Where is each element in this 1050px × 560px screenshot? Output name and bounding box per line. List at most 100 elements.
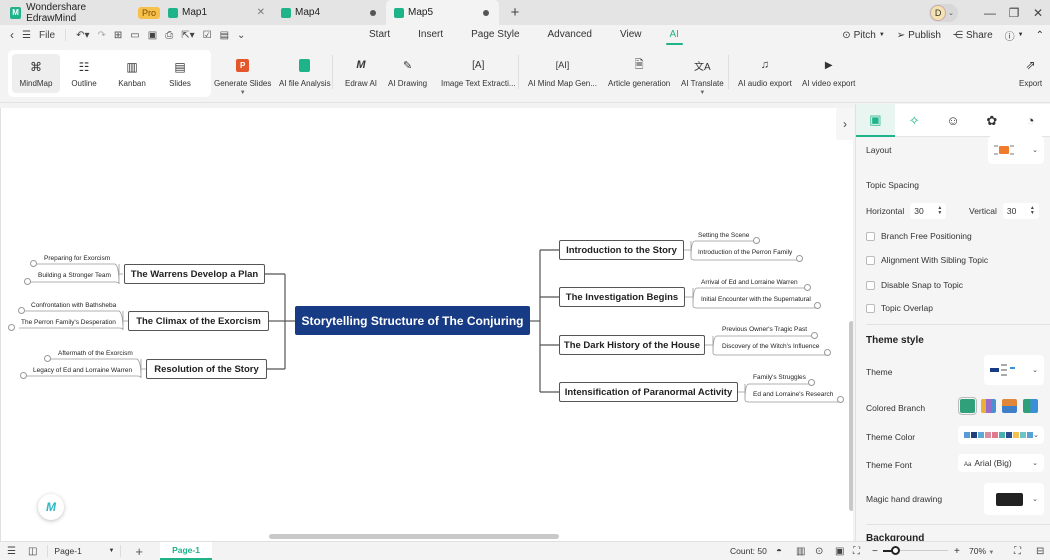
new-tab-button[interactable]: +	[510, 4, 520, 21]
subtopic[interactable]: Legacy of Ed and Lorraine Warren	[33, 367, 133, 374]
mindmap-canvas[interactable]: Storytelling Structure of The Conjuring …	[0, 108, 853, 541]
collapse-toggle-icon[interactable]	[824, 349, 831, 356]
subtopic[interactable]: Initial Encounter with the Supernatural	[701, 296, 811, 303]
book-view-icon[interactable]: ▥	[796, 545, 806, 557]
tab-map5[interactable]: Map5	[386, 0, 499, 25]
main-topic[interactable]: Intensification of Paranormal Activity	[559, 382, 738, 402]
tab-ai-magic[interactable]: ✧	[895, 104, 934, 137]
fit-page-icon[interactable]: ▣	[835, 545, 845, 557]
checkbox[interactable]	[866, 280, 875, 290]
close-tab-icon[interactable]: ✕	[256, 7, 265, 18]
ai-drawing-button[interactable]: ✎ AI Drawing	[388, 57, 427, 89]
save-icon[interactable]: ▣	[147, 29, 158, 41]
horizontal-scrollbar[interactable]	[269, 534, 559, 539]
account-menu[interactable]: D ⌄	[929, 3, 958, 22]
subtopic[interactable]: Arrival of Ed and Lorraine Warren	[701, 279, 798, 286]
export-quick-icon[interactable]: ⇱▾	[181, 29, 195, 41]
ai-audio-export-button[interactable]: ♫ AI audio export	[738, 57, 792, 88]
branch-color-option-orange-blue[interactable]	[1002, 399, 1017, 413]
article-generation-button[interactable]: 🗎 Article generation	[608, 57, 670, 89]
tab-view[interactable]: View	[620, 29, 642, 40]
slides-view-button[interactable]: ▤ Slides	[156, 54, 204, 93]
share-button[interactable]: ⋲Share	[953, 30, 993, 41]
collapse-panel-icon[interactable]: ⊟	[1036, 545, 1045, 557]
zoom-level-select[interactable]: 70% ▼	[969, 546, 995, 556]
main-topic[interactable]: Resolution of the Story	[146, 359, 267, 379]
main-topic[interactable]: The Dark History of the House	[559, 335, 705, 355]
ai-translate-button[interactable]: 文A AI Translate ▼	[681, 57, 724, 97]
page-tab[interactable]: Page-1	[160, 542, 212, 560]
checkbox[interactable]	[866, 231, 875, 241]
play-slideshow-icon[interactable]: ⊙	[815, 545, 824, 557]
pitch-button[interactable]: ⊙Pitch▼	[842, 30, 885, 41]
collapse-toggle-icon[interactable]	[8, 324, 15, 331]
undo-icon[interactable]: ↶▾	[76, 29, 90, 41]
main-topic[interactable]: The Climax of the Exorcism	[128, 311, 269, 331]
subtopic[interactable]: Discovery of the Witch's Influence	[722, 343, 820, 350]
main-topic[interactable]: The Investigation Begins	[559, 287, 685, 307]
branch-color-option-multicolor[interactable]	[981, 399, 996, 413]
hamburger-menu-icon[interactable]: ☰	[22, 29, 31, 41]
tab-history[interactable]: ◔	[1011, 104, 1050, 137]
ai-file-analysis-button[interactable]: AI file Analysis	[279, 57, 331, 88]
save-as-icon[interactable]: ▤	[219, 29, 230, 41]
new-icon[interactable]: ⊞	[113, 29, 123, 41]
zoom-slider-thumb[interactable]	[891, 546, 900, 555]
restore-button[interactable]: ❐	[1008, 5, 1020, 20]
subtopic[interactable]: Building a Stronger Team	[38, 272, 111, 279]
stepper-arrows-icon[interactable]: ▲▼	[937, 205, 943, 216]
tab-icons[interactable]: ☺	[934, 104, 973, 137]
mouse-mode-icon[interactable]: ◓	[776, 545, 783, 557]
subtopic[interactable]: Previous Owner's Tragic Past	[722, 326, 808, 333]
topic-overlap-option[interactable]: Topic Overlap	[866, 303, 933, 313]
file-menu[interactable]: File	[38, 29, 56, 41]
minimize-button[interactable]: —	[984, 5, 996, 20]
subtopic[interactable]: Aftermath of the Exorcism	[58, 350, 133, 357]
collapse-toggle-icon[interactable]	[753, 237, 760, 244]
outline-panel-icon[interactable]: ☰	[7, 545, 16, 557]
collapse-toggle-icon[interactable]	[804, 284, 811, 291]
branch-free-positioning-option[interactable]: Branch Free Positioning	[866, 231, 972, 241]
collapse-toggle-icon[interactable]	[44, 355, 51, 362]
generate-slides-button[interactable]: P Generate Slides ▼	[214, 57, 271, 96]
kanban-view-button[interactable]: ▥ Kanban	[108, 54, 156, 93]
export-button[interactable]: ⇗ Export	[1019, 57, 1042, 88]
back-icon[interactable]: ‹	[10, 28, 14, 42]
zoom-in-button[interactable]: +	[954, 545, 960, 557]
collapse-ribbon-button[interactable]: ⌃	[1035, 29, 1044, 41]
zoom-slider[interactable]	[883, 546, 948, 555]
magic-hand-drawing-select[interactable]: ⌄	[984, 483, 1044, 515]
add-page-button[interactable]: +	[135, 543, 144, 559]
horizontal-spacing-input[interactable]: 30▲▼	[910, 203, 947, 219]
tab-layout-style[interactable]: ▣	[856, 104, 895, 137]
tab-map4[interactable]: Map4	[273, 0, 386, 25]
collapse-toggle-icon[interactable]	[837, 396, 844, 403]
collapse-toggle-icon[interactable]	[814, 302, 821, 309]
subtopic[interactable]: Family's Struggles	[753, 374, 806, 381]
tab-start[interactable]: Start	[369, 29, 391, 40]
image-text-extraction-button[interactable]: [A] Image Text Extracti...	[441, 57, 516, 89]
theme-select[interactable]: ⌄	[984, 355, 1044, 385]
alignment-sibling-option[interactable]: Alignment With Sibling Topic	[866, 255, 988, 265]
page-layout-icon[interactable]: ◫	[27, 545, 38, 557]
fit-screen-icon[interactable]: ⛶	[853, 545, 860, 557]
collapse-toggle-icon[interactable]	[796, 255, 803, 262]
page-select[interactable]: Page-1▼	[54, 546, 114, 556]
subtopic[interactable]: The Perron Family's Desperation	[21, 319, 116, 326]
redo-icon[interactable]: ↷	[97, 29, 106, 41]
tab-clipart[interactable]: ✿	[972, 104, 1011, 137]
disable-snap-option[interactable]: Disable Snap to Topic	[866, 280, 963, 290]
checkbox[interactable]	[866, 255, 875, 265]
checkbox[interactable]	[866, 303, 875, 313]
main-topic[interactable]: The Warrens Develop a Plan	[124, 264, 265, 284]
edraw-ai-button[interactable]: M Edraw AI	[345, 57, 377, 88]
close-window-button[interactable]: ✕	[1032, 5, 1044, 20]
app-tab[interactable]: M Wondershare EdrawMind Pro	[0, 0, 160, 25]
print-icon[interactable]: ⎙	[165, 29, 174, 41]
main-topic[interactable]: Introduction to the Story	[559, 240, 684, 260]
publish-button[interactable]: ➢Publish	[897, 30, 941, 41]
stepper-arrows-icon[interactable]: ▲▼	[1029, 205, 1035, 216]
branch-color-option-green-blue[interactable]	[1023, 399, 1038, 413]
help-button[interactable]: ⓘ▼	[1005, 28, 1024, 43]
